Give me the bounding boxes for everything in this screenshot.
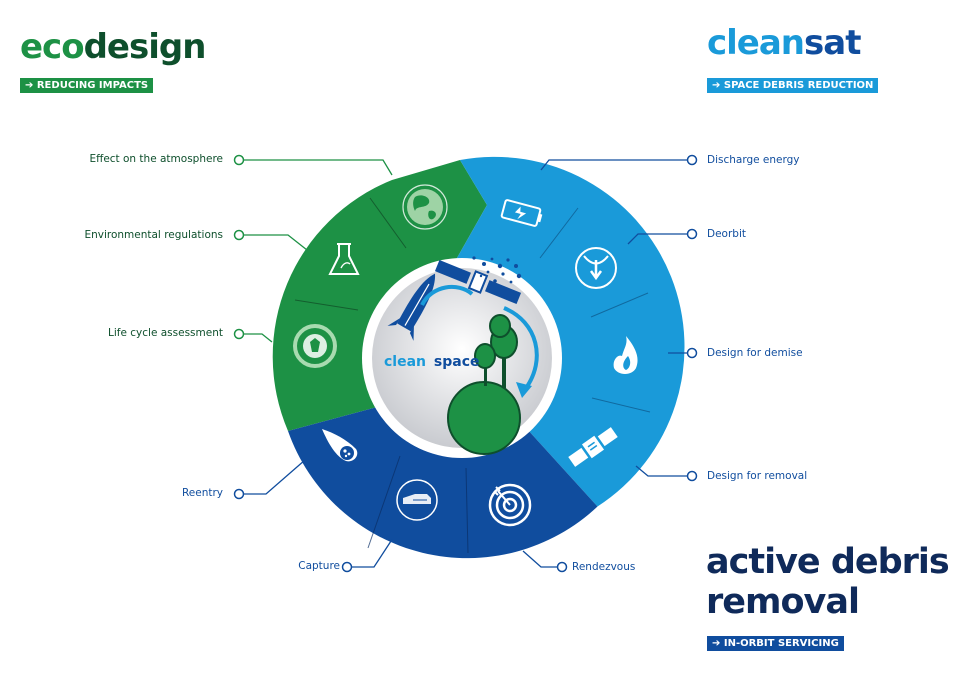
globe-icon <box>402 184 448 230</box>
satellite-icon <box>434 259 522 305</box>
label-deorbit: Deorbit <box>707 228 746 240</box>
ecodesign-prefix: eco <box>20 27 85 67</box>
connector-dot <box>686 347 698 359</box>
recycle-icon <box>293 324 337 368</box>
adr-title: active debris removal <box>706 542 950 622</box>
label-rendezvous: Rendezvous <box>572 561 636 573</box>
leader-line <box>627 233 687 245</box>
center-label: clean space <box>384 354 480 370</box>
connector-dot <box>686 228 698 240</box>
ecodesign-tag: ➔ REDUCING IMPACTS <box>20 78 154 93</box>
handshake-icon <box>396 479 438 521</box>
deorbit-arrow <box>503 306 539 390</box>
leader-line <box>244 159 393 176</box>
center-word2: space <box>434 354 480 370</box>
ring-divider <box>367 455 401 549</box>
ecodesign-title: ecodesign <box>20 27 207 67</box>
deorbit-arrowhead <box>516 382 532 398</box>
label-lifecycle: Life cycle assessment <box>108 327 223 339</box>
leader-line <box>244 333 273 343</box>
earth-icon <box>447 381 521 455</box>
ring-divider <box>539 207 579 259</box>
cleansat-title: cleansat <box>707 23 861 63</box>
label-atmosphere: Effect on the atmosphere <box>89 153 223 165</box>
label-reentry: Reentry <box>181 487 223 499</box>
ring-divider <box>591 397 651 413</box>
target-icon <box>488 483 532 527</box>
leader-line <box>244 234 308 251</box>
satellite-removal-icon <box>568 427 618 467</box>
leader-line <box>540 159 687 171</box>
label-demise: Design for demise <box>707 347 803 359</box>
deorbit-icon <box>575 247 617 289</box>
label-removal: Design for removal <box>707 470 808 482</box>
connector-dot <box>233 488 245 500</box>
leader-line <box>522 550 557 568</box>
adr-line2: removal <box>706 582 860 622</box>
cleansat-sector[interactable] <box>453 156 685 507</box>
center-word1: clean <box>384 354 426 370</box>
ecodesign-suffix: design <box>83 27 207 67</box>
orbit-arrow <box>420 285 474 307</box>
ring-divider <box>369 197 407 249</box>
cleansat-prefix: clean <box>707 23 805 63</box>
ring-divider <box>465 467 469 554</box>
leader-line <box>635 465 687 477</box>
flask-icon <box>328 243 360 275</box>
battery-icon <box>500 199 543 227</box>
rocket-icon <box>387 273 436 341</box>
flame-icon <box>613 336 638 374</box>
label-discharge: Discharge energy <box>707 154 800 166</box>
tree-icon <box>474 343 496 386</box>
ring-divider <box>590 292 649 318</box>
leader-line <box>352 537 394 568</box>
connector-dot <box>686 470 698 482</box>
connector-dot <box>341 561 353 573</box>
connector-dot <box>686 154 698 166</box>
label-regulations: Environmental regulations <box>84 229 223 241</box>
connector-dot <box>233 328 245 340</box>
debris-dots <box>472 256 522 284</box>
tree-icon <box>489 314 518 388</box>
adr-line1: active debris <box>706 542 950 582</box>
cleansat-tag: ➔ SPACE DEBRIS REDUCTION <box>707 78 879 93</box>
leader-line <box>244 459 306 495</box>
reentry-icon <box>322 429 358 462</box>
connector-dot <box>556 561 568 573</box>
adr-sector[interactable] <box>288 407 598 559</box>
adr-tag: ➔ IN-ORBIT SERVICING <box>707 636 844 651</box>
ring-divider <box>294 299 359 311</box>
connector-dot <box>233 229 245 241</box>
label-capture: Capture <box>298 560 340 572</box>
connector-dot <box>233 154 245 166</box>
cleansat-suffix: sat <box>804 23 861 63</box>
